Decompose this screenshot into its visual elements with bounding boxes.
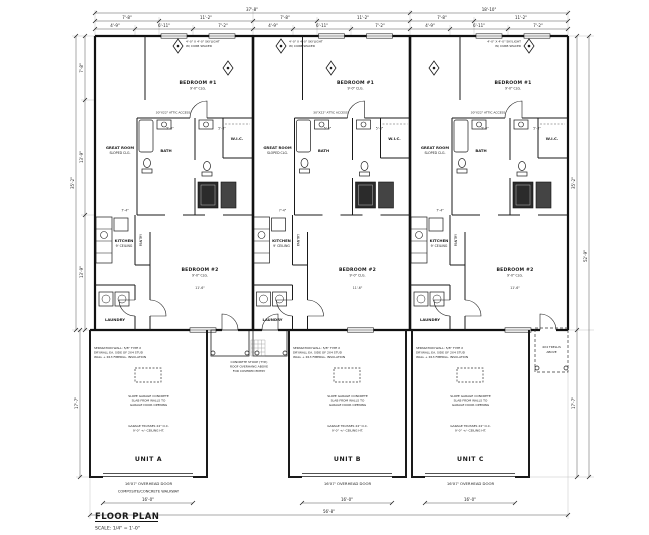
dimension-lines: 37'-8" 18'-10" 7'-8" 11'-2" 7'-8" 11'-2"…	[70, 7, 592, 518]
dim-label: 17'-7"	[74, 397, 79, 409]
dim-label: 35'-2"	[70, 177, 75, 189]
walkway-note: COMPOSITE/CONCRETE WALKWAY	[118, 490, 180, 494]
skylight-note: W/ CURB SPACER	[495, 44, 521, 48]
dim-label: 56'-8"	[323, 509, 335, 514]
dim-label: 7'-2"	[533, 23, 543, 28]
skylight-note: W/ CURB SPACER	[186, 44, 212, 48]
unit-b-label: UNIT B	[334, 456, 361, 463]
dim-label: 7'-2"	[218, 23, 228, 28]
drawing-title: FLOOR PLAN	[95, 512, 159, 522]
extension-lines	[72, 10, 594, 519]
dim-label: 18'-10"	[482, 7, 497, 12]
drawing-scale: SCALE: 1/4" = 1'-0"	[95, 526, 140, 532]
unit-a-label: UNIT A	[135, 456, 162, 463]
dim-label: 17'-7"	[571, 397, 576, 409]
dim-label: 7'-8"	[437, 15, 447, 20]
dim-label: 52'-9"	[583, 250, 588, 262]
dim-label: 11'-2"	[200, 15, 212, 20]
dim-label: 16'-0"	[341, 497, 353, 502]
dim-label: 7'-8"	[79, 63, 84, 73]
stoop-note: ROOF OVERHANG ABOVE	[230, 365, 268, 369]
unit-c-label: UNIT C	[457, 456, 484, 463]
dim-label: 6'-11"	[316, 23, 328, 28]
skylight-notes: 4'-0" X 4'-0" SKYLIGHT W/ CURB SPACER 4'…	[186, 40, 521, 49]
dim-label: 11'-2"	[357, 15, 369, 20]
unit-c-floor-plan	[409, 33, 568, 333]
dim-label: 16'-0"	[464, 497, 476, 502]
skylight-note: 4'-0" X 4'-0" SKYLIGHT	[487, 40, 521, 44]
trellis-note: 4X4 TRELLIS	[542, 345, 561, 349]
party-walls	[251, 36, 412, 330]
skylight-note: 4'-0" X 4'-0" SKYLIGHT	[186, 40, 220, 44]
dim-label: 6'-11"	[158, 23, 170, 28]
dim-label: 4'-9"	[425, 23, 435, 28]
trellis-patio: 4X4 TRELLIS ABOVE	[534, 327, 569, 373]
dim-label: 4'-9"	[110, 23, 120, 28]
stoop-unit-a	[210, 329, 250, 357]
entry-stoops: CONCRETE STOOP (TYP.) ROOF OVERHANG ABOV…	[210, 329, 288, 373]
porch-posts	[210, 350, 288, 356]
unit-a-floor-plan	[94, 33, 253, 333]
skylight-note: 4'-0" X 4'-0" SKYLIGHT	[289, 40, 323, 44]
dim-label: 13'-9"	[79, 151, 84, 163]
stoop-note: CONCRETE STOOP (TYP.)	[231, 360, 268, 364]
skylight-symbols	[172, 38, 535, 76]
dim-label: 16'-0"	[142, 497, 154, 502]
dim-label: 37'-8"	[246, 7, 258, 12]
dim-label: 4'-9"	[268, 23, 278, 28]
stoop-note: FOR COVERED ENTRY	[233, 369, 266, 373]
title-block: FLOOR PLAN SCALE: 1/4" = 1'-0"	[95, 512, 159, 532]
dim-label: 7'-8"	[280, 15, 290, 20]
skylight-note: W/ CURB SPACER	[289, 44, 315, 48]
unit-b-floor-plan	[252, 33, 411, 333]
dim-label: 13'-9"	[79, 266, 84, 278]
dim-label: 35'-2"	[571, 177, 576, 189]
trellis-note: ABOVE	[546, 350, 556, 354]
dim-label: 6'-11"	[473, 23, 485, 28]
dim-label: 7'-8"	[122, 15, 132, 20]
dim-label: 7'-2"	[375, 23, 385, 28]
dim-label: 11'-2"	[515, 15, 527, 20]
dimension-ticks	[73, 10, 592, 518]
stoop-unit-b	[252, 329, 288, 357]
